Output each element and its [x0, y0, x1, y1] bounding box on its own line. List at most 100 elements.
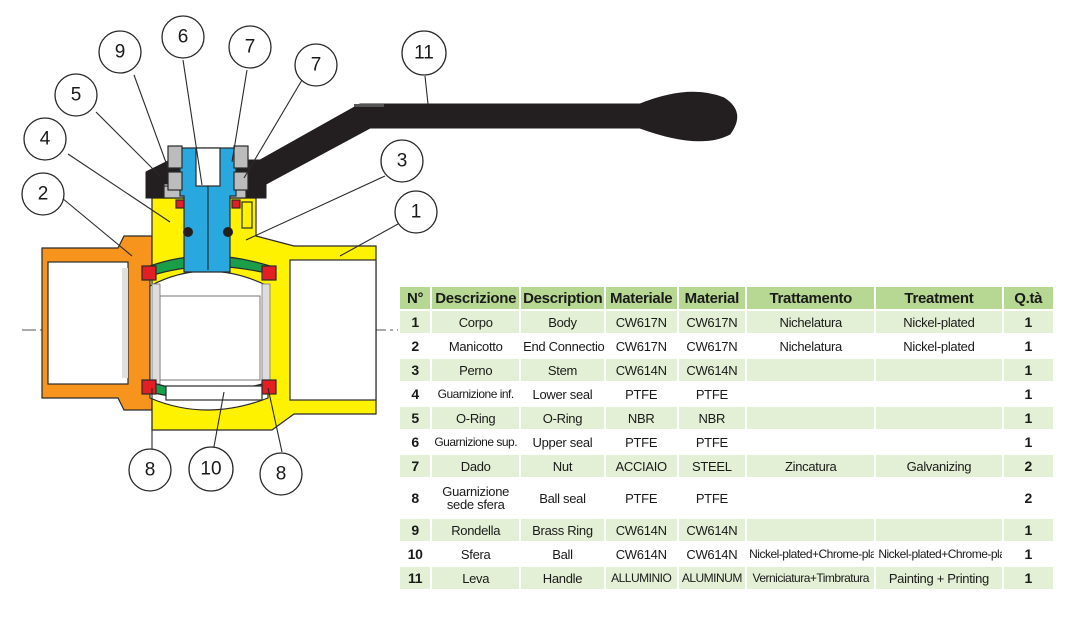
header-treatment: Treatment: [876, 287, 1002, 309]
cell-quantity: 1: [1003, 335, 1053, 357]
ball-part: [149, 270, 271, 411]
cell-trattamento: Nichelatura: [747, 335, 875, 357]
header-description: Description: [521, 287, 604, 309]
cell-number: 1: [400, 311, 431, 333]
header-trattamento: Trattamento: [747, 287, 875, 309]
cell-quantity: 2: [1003, 455, 1053, 477]
callout-7-left: 7: [228, 25, 272, 69]
cell-material: NBR: [678, 407, 746, 429]
cell-number: 10: [400, 543, 431, 565]
cell-materiale: ACCIAIO: [605, 455, 677, 477]
cell-material: ALUMINUM: [678, 567, 746, 589]
cell-descrizione: Sfera: [432, 543, 520, 565]
table-row: 3 Perno Stem CW614N CW614N 1: [400, 359, 1053, 381]
cell-materiale: CW614N: [605, 519, 677, 541]
cell-number: 3: [400, 359, 431, 381]
callout-label: 4: [40, 129, 51, 150]
callout-label: 5: [71, 85, 82, 106]
cell-trattamento: [747, 479, 875, 517]
cell-trattamento: [747, 431, 875, 453]
table-row: 9 Rondella Brass Ring CW614N CW614N 1: [400, 519, 1053, 541]
cell-descrizione: Leva: [432, 567, 520, 589]
cell-treatment: Nickel-plated: [876, 335, 1002, 357]
cell-number: 5: [400, 407, 431, 429]
callout-label: 7: [245, 37, 256, 58]
cell-description: Handle: [521, 567, 604, 589]
cell-material: CW617N: [678, 311, 746, 333]
cell-number: 4: [400, 383, 431, 405]
cell-description: Body: [521, 311, 604, 333]
cell-material: PTFE: [678, 383, 746, 405]
cell-number: 9: [400, 519, 431, 541]
cell-quantity: 1: [1003, 311, 1053, 333]
cell-description: Stem: [521, 359, 604, 381]
cell-descrizione: Perno: [432, 359, 520, 381]
cell-descrizione: Guarnizione inf.: [432, 383, 520, 405]
callout-5: 4: [23, 117, 67, 161]
callout-label: 11: [414, 43, 434, 64]
cell-quantity: 1: [1003, 543, 1053, 565]
callout-label: 9: [115, 42, 126, 63]
cell-description: Ball: [521, 543, 604, 565]
cell-description: Upper seal: [521, 431, 604, 453]
nut-part: [167, 145, 249, 191]
cell-quantity: 1: [1003, 519, 1053, 541]
leader-lines: [61, 59, 429, 453]
table-row: 8 Guarnizione sede sfera Ball seal PTFE …: [400, 479, 1053, 517]
cell-material: STEEL: [678, 455, 746, 477]
callout-label: 2: [38, 184, 49, 205]
cell-materiale: CW617N: [605, 311, 677, 333]
cell-number: 6: [400, 431, 431, 453]
cell-treatment: Nickel-plated: [876, 311, 1002, 333]
parts-list-table: N° Descrizione Description Materiale Mat…: [398, 285, 1055, 591]
cell-material: CW614N: [678, 519, 746, 541]
callout-8-left: 8: [128, 448, 172, 492]
cell-treatment: [876, 519, 1002, 541]
cell-number: 2: [400, 335, 431, 357]
callout-6: 5: [54, 73, 98, 117]
end-connection-part: [41, 235, 153, 411]
cell-materiale: NBR: [605, 407, 677, 429]
cell-number: 11: [400, 567, 431, 589]
callout-11: 11: [401, 30, 447, 76]
cell-treatment: Galvanizing: [876, 455, 1002, 477]
cell-materiale: PTFE: [605, 383, 677, 405]
cell-material: CW614N: [678, 359, 746, 381]
cell-material: CW614N: [678, 543, 746, 565]
cell-trattamento: Nickel-plated+Chrome-plated: [747, 543, 875, 565]
o-ring-part: [183, 227, 233, 237]
cell-materiale: CW614N: [605, 359, 677, 381]
header-materiale: Materiale: [605, 287, 677, 309]
cell-materiale: PTFE: [605, 479, 677, 517]
cell-material: PTFE: [678, 431, 746, 453]
cell-quantity: 1: [1003, 407, 1053, 429]
table-row: 6 Guarnizione sup. Upper seal PTFE PTFE …: [400, 431, 1053, 453]
header-material: Material: [678, 287, 746, 309]
cell-material: PTFE: [678, 479, 746, 517]
cell-number: 7: [400, 455, 431, 477]
cell-descrizione: Manicotto: [432, 335, 520, 357]
cell-descrizione: Dado: [432, 455, 520, 477]
callout-label: 10: [200, 459, 221, 480]
cell-trattamento: [747, 407, 875, 429]
cell-treatment: [876, 359, 1002, 381]
table-row: 1 Corpo Body CW617N CW617N Nichelatura N…: [400, 311, 1053, 333]
cell-treatment: Painting + Printing: [876, 567, 1002, 589]
table-row: 10 Sfera Ball CW614N CW614N Nickel-plate…: [400, 543, 1053, 565]
cell-trattamento: [747, 383, 875, 405]
header-descrizione: Descrizione: [432, 287, 520, 309]
callout-label: 6: [178, 27, 189, 48]
header-quantity: Q.tà: [1003, 287, 1053, 309]
callout-1: 1: [394, 190, 438, 234]
handle-part: [145, 91, 738, 199]
table-row: 11 Leva Handle ALLUMINIO ALUMINUM Vernic…: [400, 567, 1053, 589]
cell-materiale: CW614N: [605, 543, 677, 565]
cell-trattamento: [747, 519, 875, 541]
table-row: 2 Manicotto End Connection CW617N CW617N…: [400, 335, 1053, 357]
cell-treatment: [876, 479, 1002, 517]
cell-trattamento: Nichelatura: [747, 311, 875, 333]
cell-description: Ball seal: [521, 479, 604, 517]
callout-2: 2: [21, 172, 65, 216]
cell-descrizione: Rondella: [432, 519, 520, 541]
